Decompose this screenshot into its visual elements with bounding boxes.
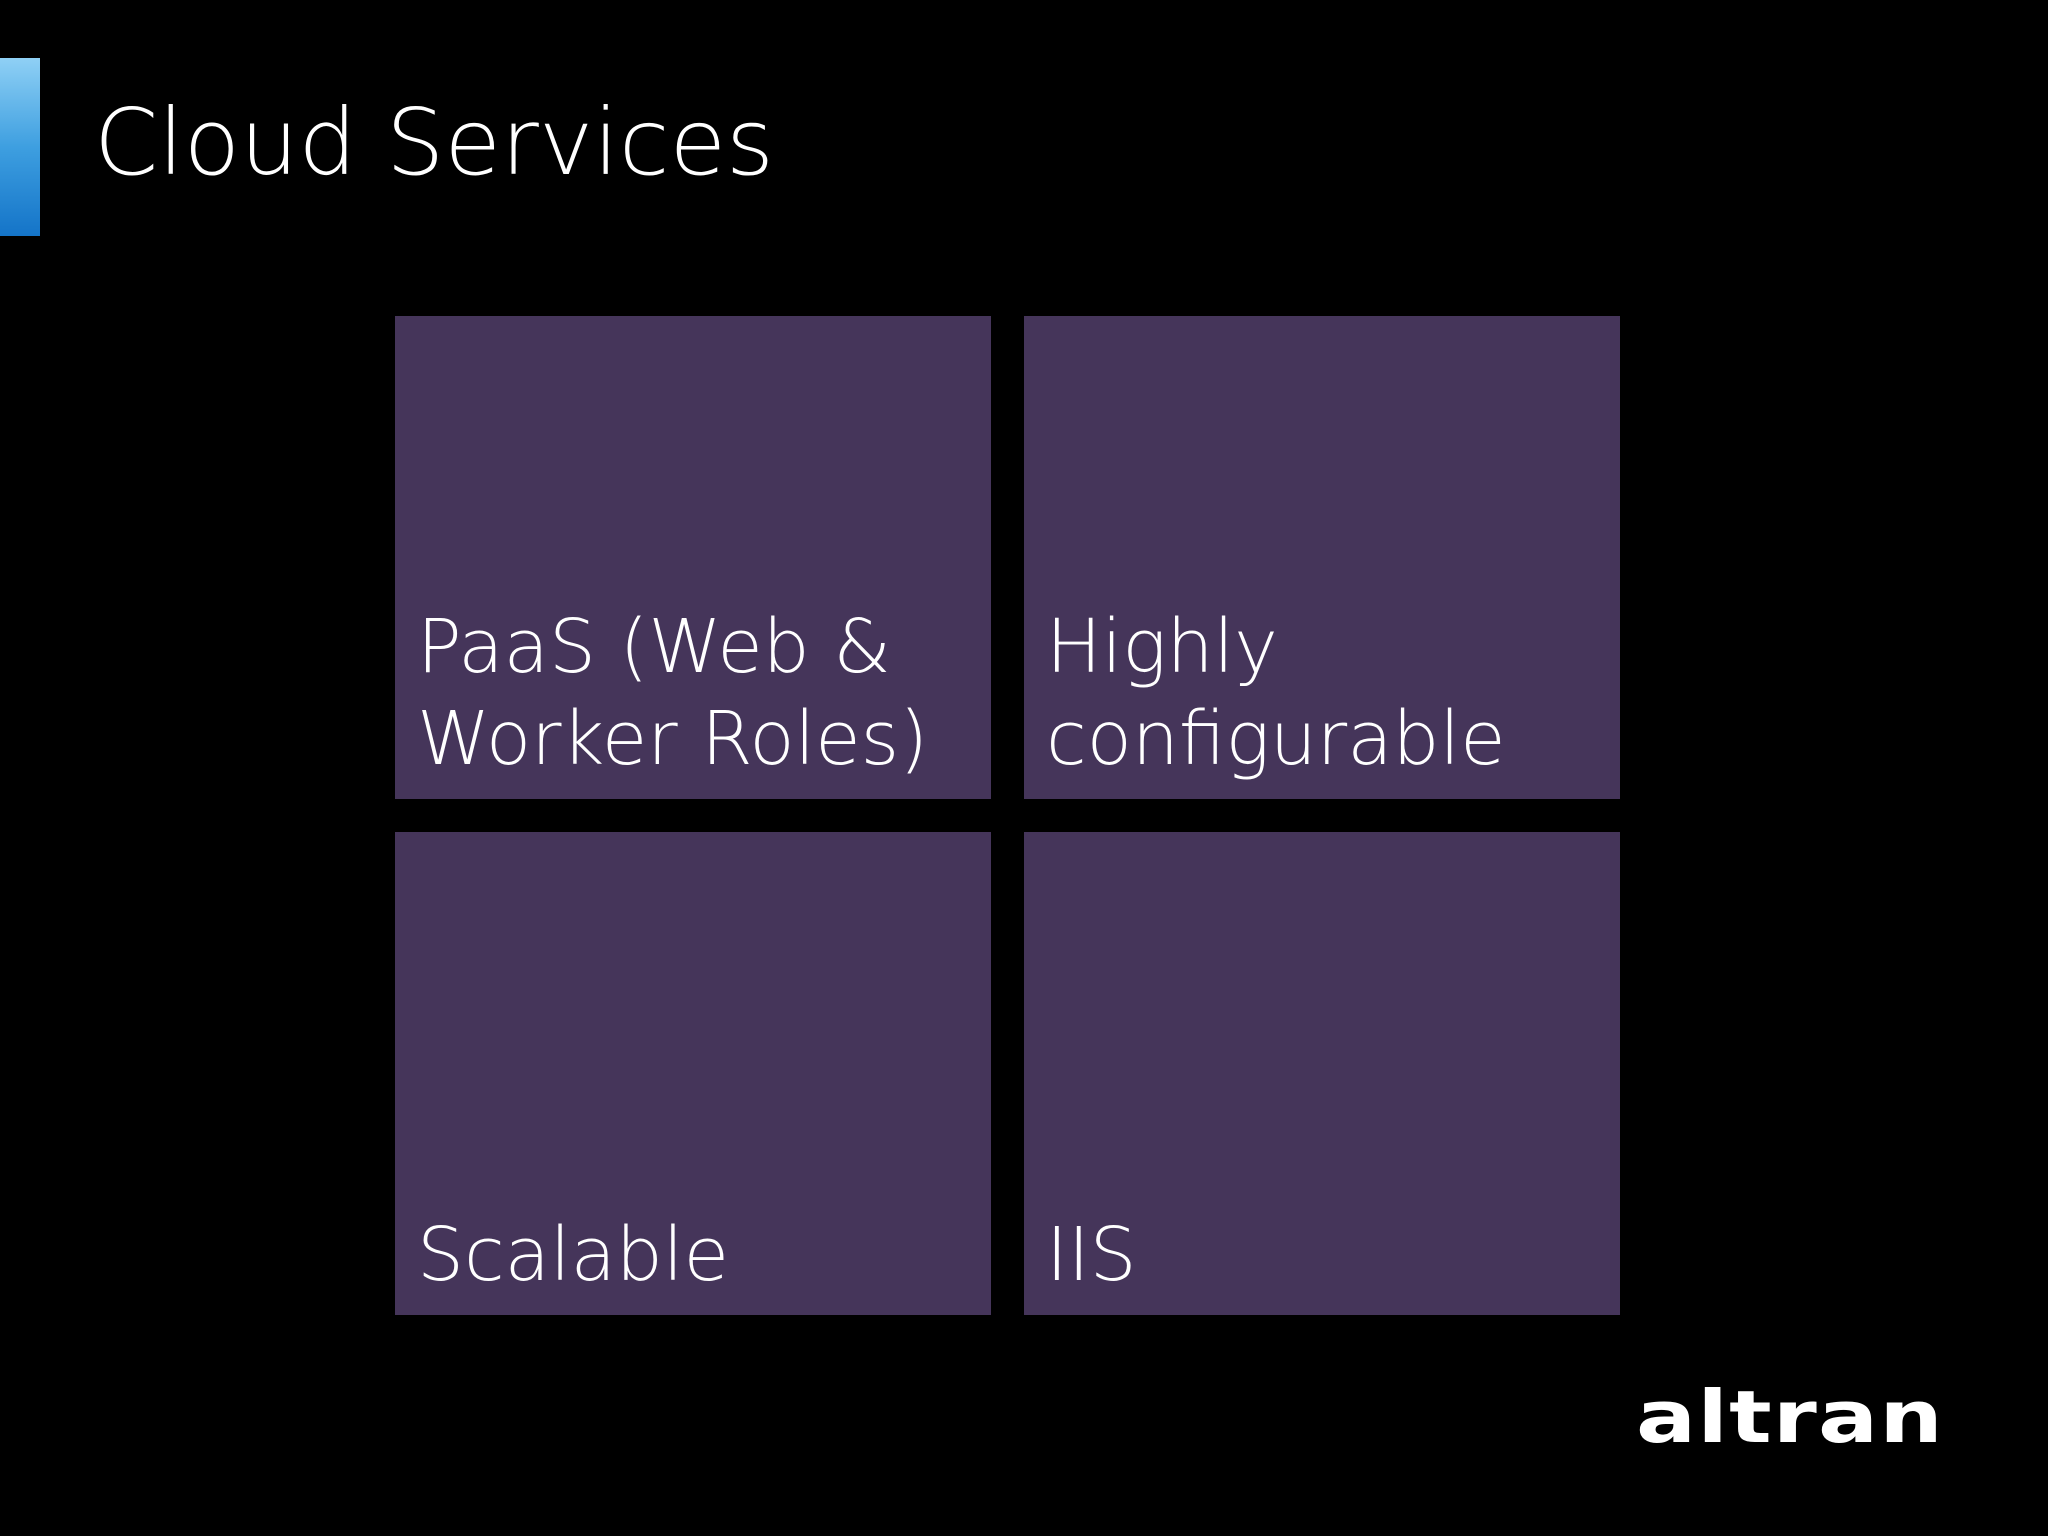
- tile-label: PaaS (Web & Worker Roles): [417, 604, 929, 782]
- tile-paas: PaaS (Web & Worker Roles): [395, 316, 991, 799]
- slide-title: Cloud Services: [94, 89, 774, 196]
- tile-label: Highly configurable: [1046, 604, 1506, 782]
- title-accent-bar: [0, 58, 40, 236]
- tile-label: IIS: [1046, 1212, 1137, 1298]
- tile-scalable: Scalable: [395, 832, 991, 1315]
- tile-highly-configurable: Highly configurable: [1024, 316, 1620, 799]
- tile-label: Scalable: [417, 1212, 729, 1298]
- tile-iis: IIS: [1024, 832, 1620, 1315]
- altran-logo-text: altran: [1636, 1380, 1944, 1450]
- altran-logo: altran: [1636, 1380, 1944, 1450]
